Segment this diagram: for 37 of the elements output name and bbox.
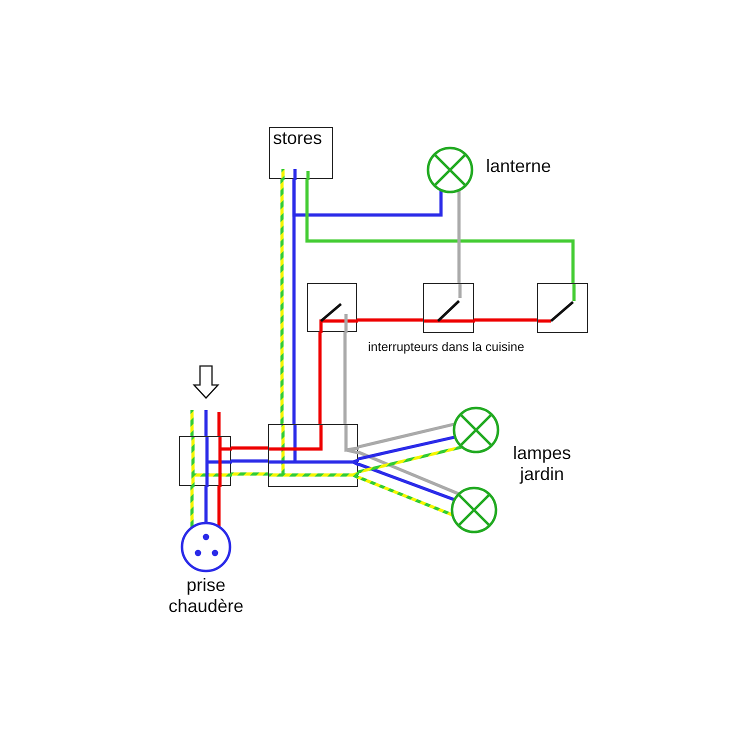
box-label: stores: [273, 128, 322, 149]
wire: [343, 332, 347, 424]
lamp-symbol: [452, 406, 500, 454]
wire: [357, 462, 456, 502]
wire: [190, 486, 194, 528]
wire: [357, 476, 454, 516]
wire: [231, 472, 268, 476]
wire: [292, 179, 296, 424]
wire: [358, 445, 462, 474]
annotation-text: interrupteurs dans la cuisine: [368, 340, 526, 354]
lamp-symbol: [450, 486, 498, 534]
switch-box: [423, 283, 474, 333]
wire: [231, 459, 268, 463]
wire: [204, 410, 208, 436]
wire: [280, 179, 284, 424]
wire: [357, 450, 460, 496]
wire: [358, 435, 456, 461]
device-box: [269, 127, 333, 179]
wire: [217, 412, 221, 436]
wire: [457, 190, 461, 283]
wire: [318, 332, 322, 424]
junction-box: [179, 436, 231, 486]
wire: [204, 486, 208, 523]
wire: [231, 446, 268, 450]
switch-box: [537, 283, 588, 333]
wire: [217, 486, 221, 527]
wire: [190, 410, 194, 436]
wire: [357, 318, 423, 322]
wire: [305, 179, 575, 283]
annotation-text: lampes jardin: [512, 443, 572, 484]
wire: [474, 318, 537, 322]
lamp-symbol: [426, 146, 474, 194]
socket-symbol: [180, 521, 232, 573]
device-label: prise chaudère: [167, 575, 245, 617]
switch-box: [307, 283, 357, 332]
wire: [358, 422, 456, 449]
device-label: lanterne: [486, 156, 552, 177]
